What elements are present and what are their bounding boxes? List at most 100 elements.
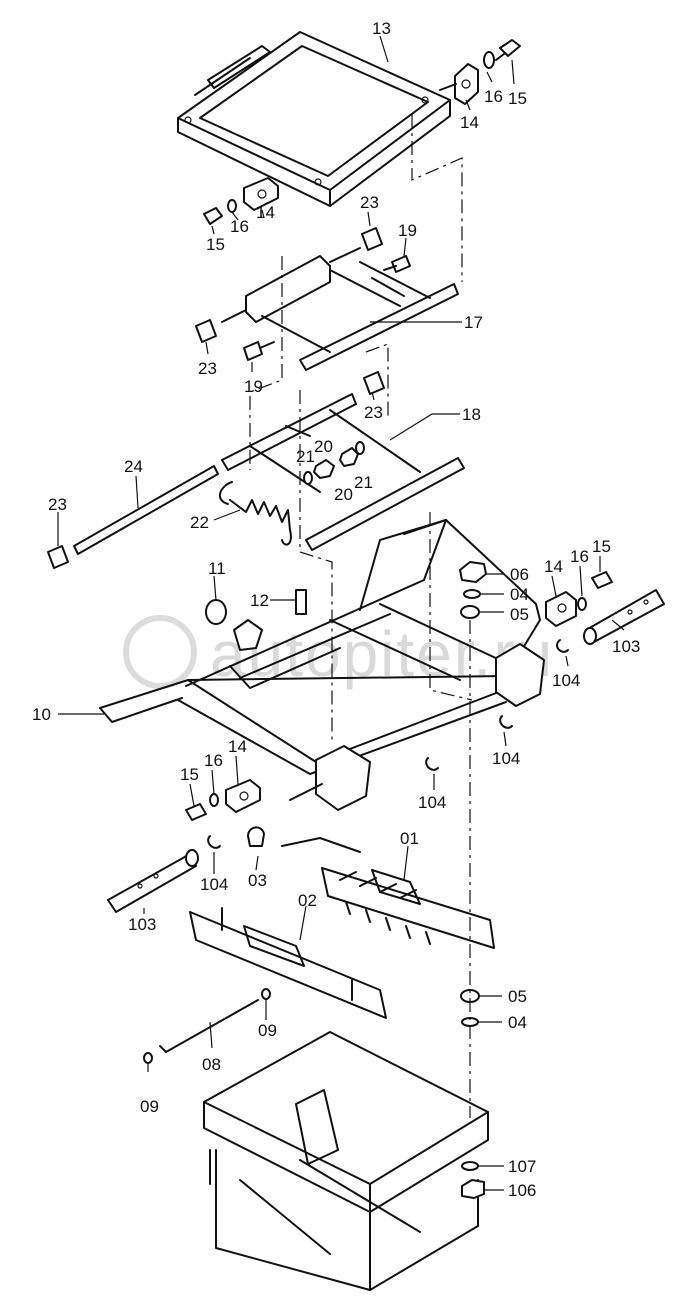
callout-107: 107 [508,1157,536,1176]
callout-12: 12 [250,591,269,610]
washer-16-top-left [227,199,237,213]
swing-frame-17 [221,247,459,371]
callout-14: 14 [460,113,479,132]
callout-21: 21 [354,473,373,492]
callout-15: 15 [508,89,527,108]
callout-06: 06 [510,565,529,584]
callout-24: 24 [124,457,143,476]
suspension-base [203,1031,489,1291]
swing-frame-18 [221,393,465,551]
washer-21-b [355,441,365,455]
callout-20: 20 [314,437,333,456]
callout-104: 104 [492,749,520,768]
callout-17: 17 [464,313,483,332]
callout-22: 22 [190,513,209,532]
cap-11 [205,599,227,625]
washer-16-left-lower [209,793,219,807]
callout-19: 19 [244,377,263,396]
nut-106 [461,1179,485,1199]
washer-16-top-right [483,51,495,69]
bracket-14-right [545,591,577,627]
callout-19: 19 [398,221,417,240]
slide-rail-02 [189,907,387,1019]
washer-16-right [577,597,587,611]
callout-16: 16 [204,751,223,770]
nut-20-a [313,459,335,479]
callout-14: 14 [228,737,247,756]
bracket-14-left-lower [225,779,261,813]
bolt-15-right [591,571,613,589]
callout-16: 16 [484,87,503,106]
callout-23: 23 [360,193,379,212]
pin-19-a [383,255,411,273]
roller-bracket-left [233,619,263,651]
callout-02: 02 [298,891,317,910]
alignment-lines [249,114,473,1118]
bolt-15-top-right [495,39,521,61]
callout-20: 20 [334,485,353,504]
callout-23: 23 [48,495,67,514]
callout-15: 15 [592,537,611,556]
clip-104-d [207,835,221,849]
callout-09: 09 [258,1021,277,1040]
rod-24 [73,465,219,555]
callout-23: 23 [198,359,217,378]
callout-05: 05 [508,987,527,1006]
callout-10: 10 [32,705,51,724]
slide-rail-01 [281,837,495,949]
bolt-15-top-left [203,207,223,225]
pin-12 [295,589,307,615]
nut-06-top [459,561,487,583]
callout-106: 106 [508,1181,536,1200]
clip-09-lower [143,1052,153,1064]
bracket-14-top-left [243,177,279,211]
bracket-14-top-right [439,63,479,105]
shaft-103-left [107,849,199,913]
callout-08: 08 [202,1055,221,1074]
callout-15: 15 [180,765,199,784]
washer-21-a [303,471,313,485]
clip-104-c [425,757,439,771]
callout-16: 16 [230,217,249,236]
callout-104: 104 [200,875,228,894]
spacer-05-top [460,605,480,619]
bushing-23-b [195,319,217,343]
callout-16: 16 [570,547,589,566]
callout-103: 103 [128,915,156,934]
shaft-103-right [583,589,665,645]
roller-bracket-right [495,643,545,707]
clip-09-upper [261,988,271,1000]
spring-22 [218,481,292,546]
washer-107 [461,1161,479,1171]
callout-14: 14 [544,557,563,576]
bushing-23-c [363,371,385,395]
knob-03 [247,826,265,847]
roller-bracket-front [289,745,371,811]
callout-21: 21 [296,447,315,466]
link-rod-08 [159,999,259,1053]
callout-labels: 13 16 15 14 23 19 14 16 15 17 23 19 23 1… [32,19,640,1200]
callout-05: 05 [510,605,529,624]
base-frame-10 [99,519,541,775]
callout-11: 11 [208,559,226,578]
bushing-23-a [361,227,383,251]
bushing-23-d [47,545,69,569]
callout-103: 103 [612,637,640,656]
bolt-15-left-lower [185,803,207,821]
callout-15: 15 [206,235,225,254]
callout-104: 104 [552,671,580,690]
nut-20-b [339,447,359,467]
washer-04-top [463,589,481,599]
callout-03: 03 [248,871,267,890]
callout-104: 104 [418,793,446,812]
clip-104-b [499,715,513,729]
pin-19-b [243,341,275,361]
callout-13: 13 [372,19,391,38]
seat-frame-13 [177,31,451,207]
callout-18: 18 [462,405,481,424]
callout-01: 01 [400,829,419,848]
callout-23: 23 [364,403,383,422]
clip-104-a [556,639,569,653]
callout-04: 04 [510,585,529,604]
